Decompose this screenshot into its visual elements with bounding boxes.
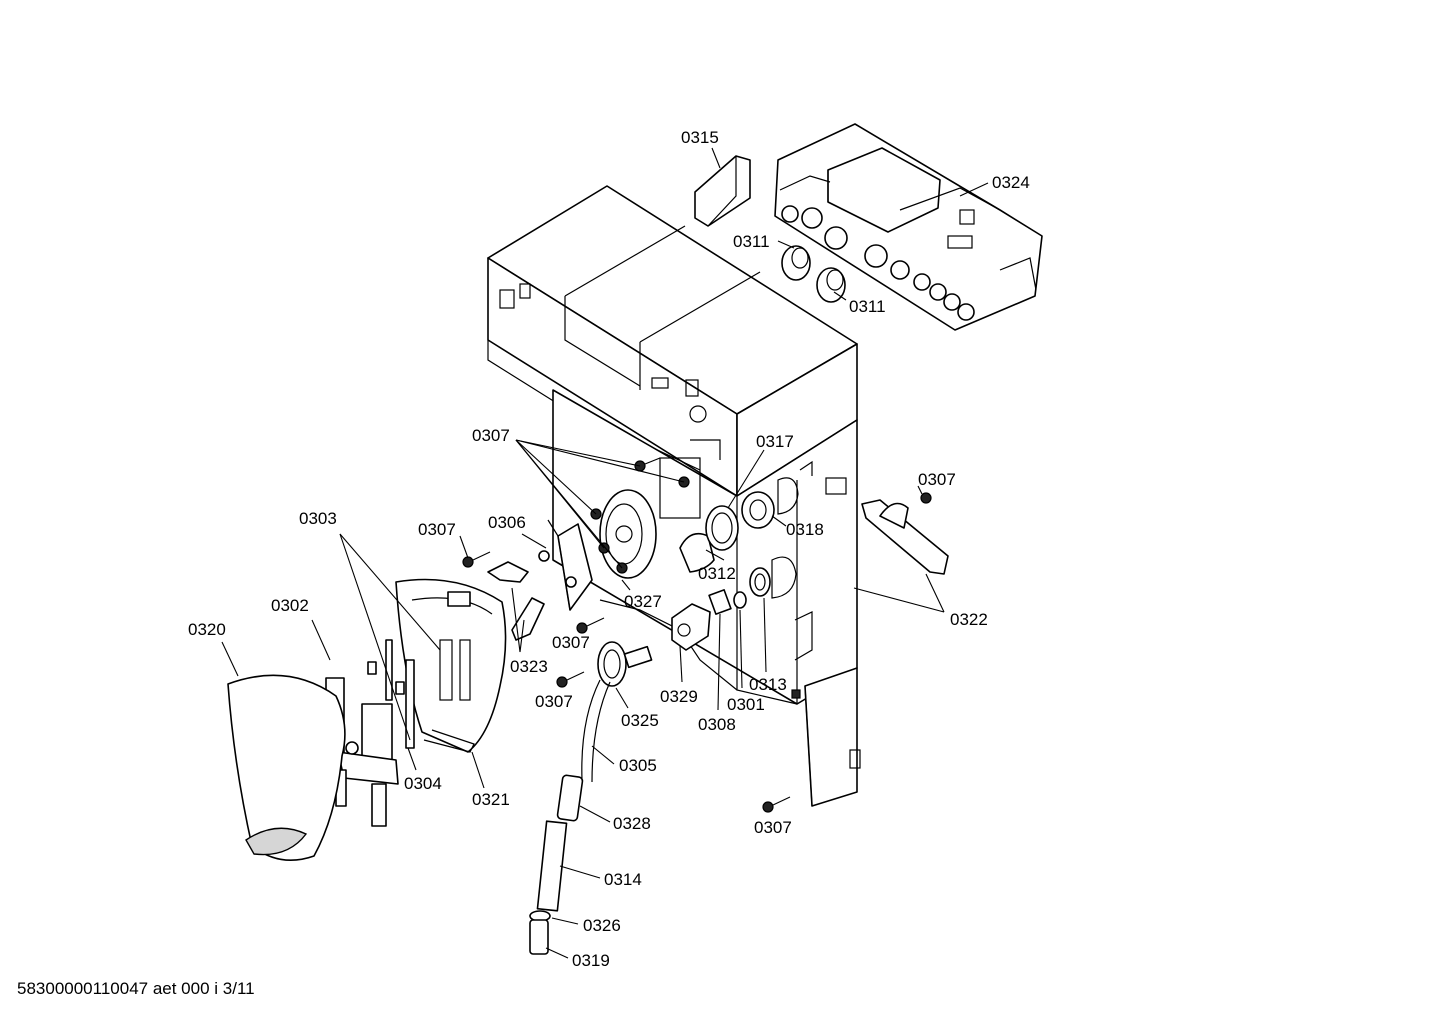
dispenser-cover <box>395 578 507 753</box>
label-0314: 0314 <box>604 870 642 889</box>
label-0305: 0305 <box>619 756 657 775</box>
label-0311: 0311 <box>733 232 770 251</box>
label-0307: 0307 <box>918 470 956 489</box>
label-0313: 0313 <box>749 675 787 694</box>
label-0306: 0306 <box>488 513 526 532</box>
label-0317: 0317 <box>756 432 794 451</box>
label-0308: 0308 <box>698 715 736 734</box>
label-0315: 0315 <box>681 128 719 147</box>
label-0320: 0320 <box>188 620 226 639</box>
label-0301: 0301 <box>727 695 765 714</box>
label-0321: 0321 <box>472 790 510 809</box>
main-housing <box>487 185 861 807</box>
label-0328: 0328 <box>613 814 651 833</box>
tubes <box>529 679 611 955</box>
label-0312: 0312 <box>698 564 736 583</box>
label-0311: 0311 <box>849 297 886 316</box>
label-0325: 0325 <box>621 711 659 730</box>
screws-0307 <box>462 457 932 813</box>
label-0307: 0307 <box>552 633 590 652</box>
label-0318: 0318 <box>786 520 824 539</box>
label-0323: 0323 <box>510 657 548 676</box>
label-0303: 0303 <box>299 509 337 528</box>
knobs-0311 <box>781 245 846 303</box>
label-0327: 0327 <box>624 592 662 611</box>
label-0322: 0322 <box>950 610 988 629</box>
cup-cover-0320 <box>227 674 346 862</box>
label-0326: 0326 <box>583 916 621 935</box>
lever-0322 <box>861 499 949 575</box>
strips-0304 <box>367 639 415 749</box>
part-labels: 0315 0324 0311 0311 0307 0317 0307 0303 … <box>188 128 1030 970</box>
label-0307: 0307 <box>418 520 456 539</box>
label-0307: 0307 <box>754 818 792 837</box>
label-0307: 0307 <box>472 426 510 445</box>
leader-lines <box>221 147 989 959</box>
label-0304: 0304 <box>404 774 442 793</box>
control-module <box>774 123 1043 331</box>
label-0324: 0324 <box>992 173 1030 192</box>
label-0307: 0307 <box>535 692 573 711</box>
label-0319: 0319 <box>572 951 610 970</box>
document-id-footer: 58300000110047 aet 000 i 3/11 <box>17 979 255 998</box>
bracket-0315 <box>694 155 751 227</box>
label-0329: 0329 <box>660 687 698 706</box>
label-0302: 0302 <box>271 596 309 615</box>
middle-components <box>487 489 775 687</box>
